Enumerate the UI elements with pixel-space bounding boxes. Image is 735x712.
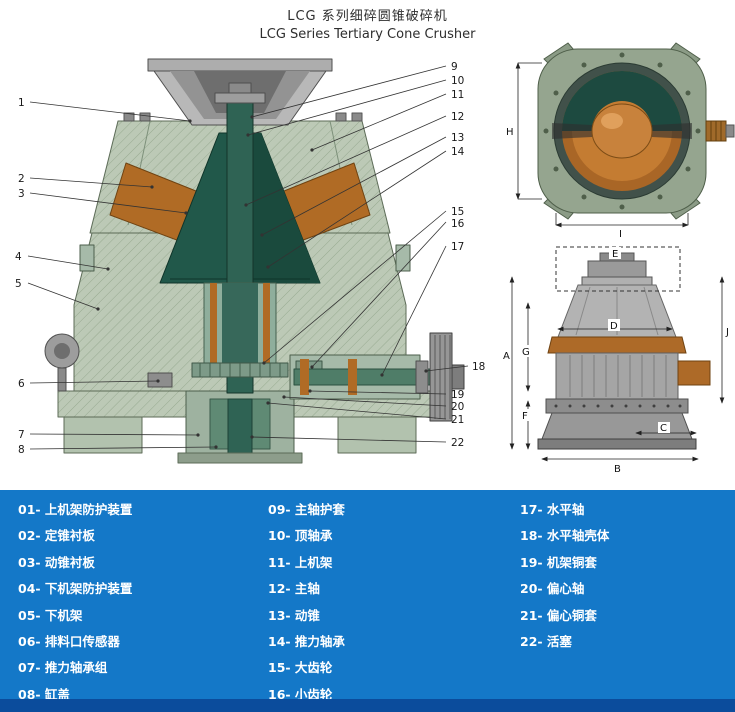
callout-number: 4 [15, 251, 22, 263]
callout-number: 12 [451, 111, 464, 123]
page-header: LCG 系列细碎圆锥破碎机 LCG Series Tertiary Cone C… [0, 5, 735, 42]
legend-item: 08- 缸盖 [18, 686, 70, 702]
top-view-image: H I [506, 42, 735, 240]
callout-numbers: 1 2 3 4 5 6 7 8 9 10 11 12 13 14 15 16 1… [15, 61, 485, 456]
legend-item: 15- 大齿轮 [268, 660, 333, 676]
callout-number: 14 [451, 146, 465, 158]
legend-item: 03- 动锥衬板 [18, 554, 95, 570]
legend-item: 16- 小齿轮 [268, 686, 333, 702]
dimension-label-D: D [610, 321, 618, 332]
drive-pulley [429, 332, 465, 422]
flange-bolts [554, 404, 682, 408]
legend-item: 14- 推力轴承 [268, 634, 345, 650]
title-english: LCG Series Tertiary Cone Crusher [259, 27, 476, 42]
callout-number: 1 [18, 97, 25, 109]
callout-number: 3 [18, 188, 25, 200]
cross-section-diagram: 1 2 3 4 5 6 7 8 9 10 11 12 13 14 15 16 1… [15, 58, 485, 464]
bolt-ring [543, 52, 701, 210]
side-view-photo [537, 252, 711, 450]
legend-item: 07- 推力轴承组 [18, 660, 108, 676]
callout-number: 9 [451, 61, 458, 73]
legend-item: 22- 活塞 [520, 634, 572, 650]
dimension-label-E: E [612, 249, 618, 260]
callout-number: 15 [451, 206, 464, 218]
callout-number: 11 [451, 89, 464, 101]
callout-number: 19 [451, 389, 464, 401]
gear-set [191, 362, 289, 378]
footer-strip [0, 699, 735, 712]
legend-item: 09- 主轴护套 [268, 502, 345, 517]
horizontal-shaft-end [705, 120, 735, 142]
side-view-dimensions: E A G F J D C B [503, 246, 729, 475]
dimension-label-I: I [619, 229, 622, 240]
callout-number: 18 [472, 361, 485, 373]
legend-item: 02- 定锥衬板 [18, 528, 95, 544]
callout-number: 22 [451, 437, 464, 449]
legend-column-3: 17- 水平轴 18- 水平轴壳体 19- 机架铜套 20- 偏心轴 21- 偏… [520, 497, 735, 699]
legend-column-1: 01- 上机架防护装置 02- 定锥衬板 03- 动锥衬板 04- 下机架防护装… [18, 497, 268, 702]
legend-item: 18- 水平轴壳体 [520, 528, 610, 544]
dimension-label-C: C [660, 423, 667, 434]
counterweight [677, 360, 711, 386]
legend-item: 20- 偏心轴 [520, 581, 585, 597]
callout-number: 16 [451, 218, 465, 230]
legend-item: 11- 上机架 [268, 554, 333, 570]
callout-number: 7 [18, 429, 25, 441]
accumulator [44, 333, 80, 392]
legend-item: 04- 下机架防护装置 [18, 581, 133, 597]
callout-number: 5 [15, 278, 22, 290]
legend-item: 06- 排料口传感器 [18, 634, 120, 650]
title-chinese: LCG 系列细碎圆锥破碎机 [287, 9, 448, 24]
dimension-label-F: F [522, 411, 528, 422]
dimension-label-G: G [522, 347, 530, 358]
eccentric-assembly [203, 282, 277, 364]
callout-number: 8 [18, 444, 25, 456]
side-view-image: E A G F J D C B [503, 246, 729, 475]
callout-number: 13 [451, 132, 464, 144]
legend-item: 21- 偏心铜套 [520, 607, 597, 623]
top-view-photo [537, 42, 735, 220]
dimension-label-B: B [614, 464, 621, 475]
legend-item: 05- 下机架 [18, 607, 83, 623]
parts-legend: 01- 上机架防护装置 02- 定锥衬板 03- 动锥衬板 04- 下机架防护装… [0, 490, 735, 702]
legend-item: 01- 上机架防护装置 [18, 502, 133, 517]
callout-number: 10 [451, 75, 464, 87]
legend-item: 12- 主轴 [268, 581, 320, 597]
dimension-label-H: H [506, 127, 514, 138]
dimension-label-A: A [503, 351, 510, 362]
legend-item: 13- 动锥 [268, 607, 320, 623]
top-view-dimensions: H I [506, 62, 689, 240]
legend-item: 10- 顶轴承 [268, 528, 333, 544]
discharge-sensor [147, 372, 173, 388]
bottom-cylinder [177, 390, 303, 464]
machine-body [44, 58, 465, 464]
callout-number: 20 [451, 401, 464, 413]
callout-lines [27, 65, 469, 450]
legend-item: 19- 机架铜套 [520, 554, 597, 570]
legend-item: 17- 水平轴 [520, 502, 585, 517]
legend-column-2: 09- 主轴护套 10- 顶轴承 11- 上机架 12- 主轴 13- 动锥 1… [268, 497, 520, 702]
dimension-label-J: J [725, 327, 729, 338]
callout-number: 21 [451, 414, 464, 426]
callout-number: 17 [451, 241, 464, 253]
callout-number: 2 [18, 173, 25, 185]
callout-number: 6 [18, 378, 25, 390]
